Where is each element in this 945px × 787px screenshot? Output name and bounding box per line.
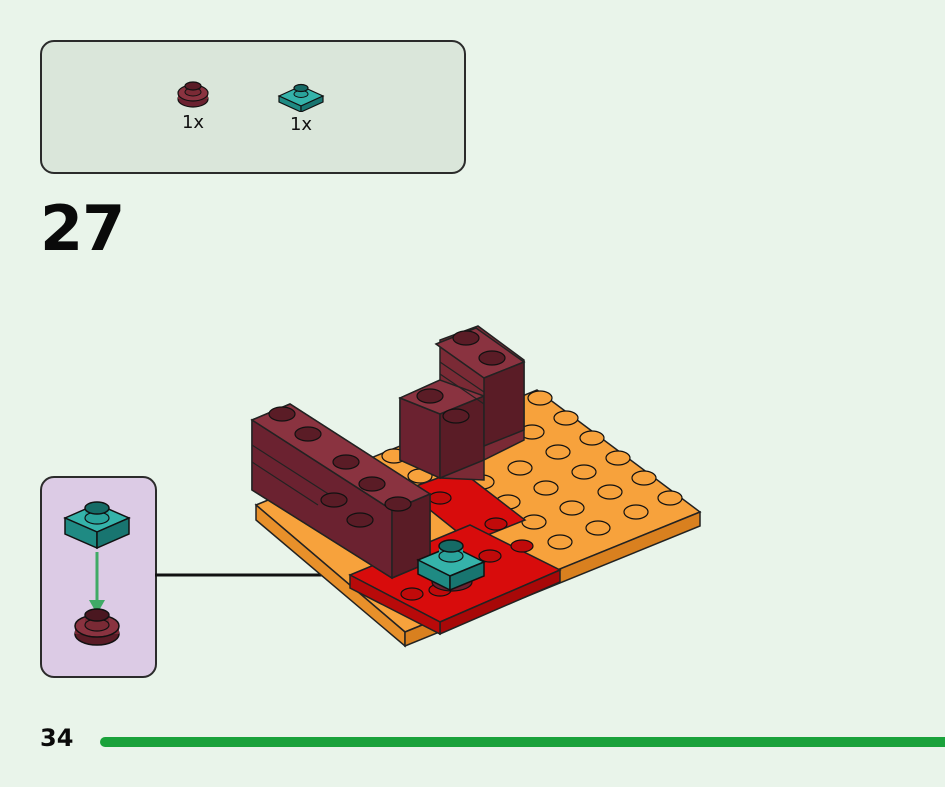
page-number: 34 [40,724,74,752]
dark-red-round-plate-icon [177,81,209,108]
arrow-down-icon [89,552,105,614]
callout-teal-plate-icon [63,501,131,550]
step-number: 27 [40,192,125,265]
dark-red-left-studs [268,406,412,528]
orange-studs [355,390,683,550]
parts-list-box: 1x 1x [40,40,466,174]
teal-plate-icon [277,83,325,112]
progress-bar [100,737,945,747]
placed-teal-plate-icon [416,539,486,592]
part-dark-red-round-plate: 1x [158,80,228,133]
dark-red-tower-studs [416,330,506,424]
part-quantity: 1x [181,112,205,133]
callout-dark-red-round-plate-icon [74,608,120,646]
part-teal-plate: 1x [266,80,336,135]
part-quantity: 1x [289,114,313,135]
